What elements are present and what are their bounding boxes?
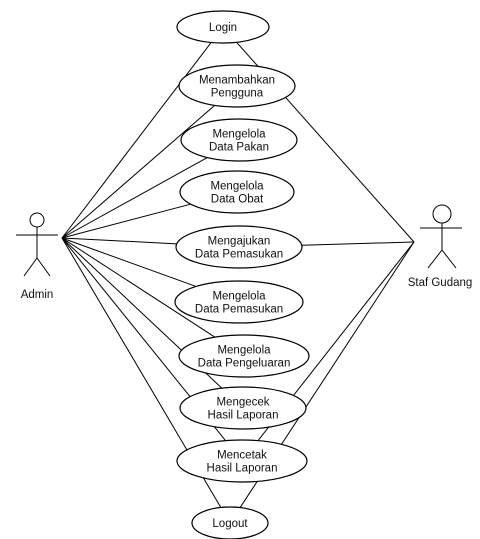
actor-right-leg — [441, 249, 457, 269]
use-case-label: Data Pemasukan — [195, 249, 283, 261]
use-case-label: Logout — [212, 518, 248, 530]
use-case-label: Mengelola — [210, 181, 264, 193]
use-case-ellipse — [176, 10, 270, 44]
use-case-label: Data Pemasukan — [195, 304, 283, 316]
use-case-logout[interactable]: Logout — [191, 506, 269, 539]
actor-label: Staf Gudang — [408, 277, 473, 289]
actor-head — [432, 204, 452, 224]
actor-staf[interactable]: Staf Gudang — [408, 204, 473, 289]
use-case-label: Login — [209, 22, 237, 34]
use-case-label: Mengajukan — [208, 236, 271, 248]
use-case-ellipse — [178, 334, 310, 378]
use-case-label: Hasil Laporan — [207, 463, 278, 475]
use-case-ellipse — [175, 225, 303, 269]
use-case-label: Data Pengeluaran — [198, 358, 291, 370]
use-case-ellipse — [176, 439, 308, 483]
association-admin-menambahkan_pengguna — [61, 105, 216, 239]
actor-admin[interactable]: Admin — [16, 212, 58, 301]
actor-right-leg — [36, 257, 51, 277]
use-case-ellipse — [174, 280, 304, 324]
use-case-ellipse — [191, 506, 269, 539]
use-case-login[interactable]: Login — [176, 10, 270, 44]
association-admin-mengelola_data_pakan — [61, 157, 208, 239]
actor-left-leg — [23, 257, 38, 277]
actor-label: Admin — [21, 289, 54, 301]
actor-head — [29, 212, 45, 228]
association-admin-mengajukan_data_pemasukan — [61, 237, 177, 245]
use-case-label: Mengelola — [212, 129, 266, 141]
use-case-label: Pengguna — [211, 88, 264, 100]
use-case-label: Hasil Laporan — [208, 410, 279, 422]
association-lines — [61, 41, 415, 508]
use-case-label: Mencetak — [217, 450, 267, 462]
actor-left-leg — [427, 249, 443, 269]
use-case-label: Data Obat — [211, 194, 264, 206]
use-case-ellipse — [180, 118, 298, 162]
use-case-ellipse — [178, 64, 296, 108]
use-case-label: Mengecek — [216, 397, 269, 409]
use-case-ellipse — [179, 170, 295, 214]
use-case-label: Data Pakan — [209, 142, 269, 154]
use-case-ellipse — [179, 386, 307, 430]
use-case-label: Mengelola — [217, 345, 271, 357]
association-staf-mengajukan_data_pemasukan — [301, 241, 415, 246]
association-admin-mengelola_data_pemasukan — [61, 237, 197, 287]
actors: Admin Staf Gudang — [16, 204, 473, 301]
use-case-label: Mengelola — [212, 291, 266, 303]
association-admin-mengelola_data_obat — [61, 203, 191, 239]
use-case-label: Menambahkan — [199, 75, 275, 87]
association-admin-mengelola_data_pengeluaran — [61, 237, 216, 338]
